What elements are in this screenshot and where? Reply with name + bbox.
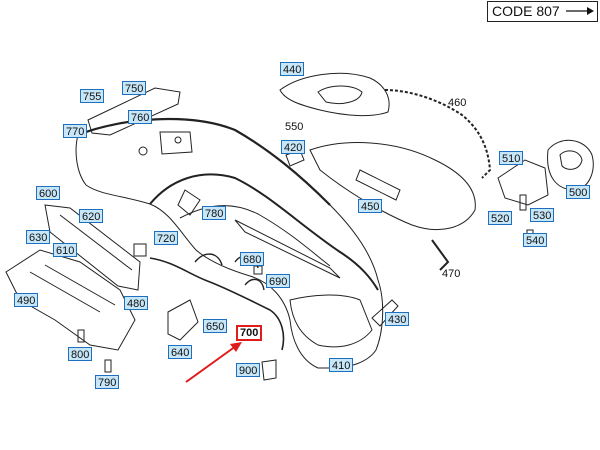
pointer-arrow — [185, 342, 242, 383]
callout-640[interactable]: 640 — [168, 345, 193, 359]
exhaust-bracket — [497, 159, 549, 206]
callout-540[interactable]: 540 — [523, 233, 548, 247]
callout-750[interactable]: 750 — [122, 81, 147, 95]
callout-500[interactable]: 500 — [566, 185, 591, 199]
callout-690[interactable]: 690 — [266, 274, 291, 288]
upper-mount-bracket — [87, 87, 181, 136]
callout-440[interactable]: 440 — [280, 62, 305, 76]
callout-900[interactable]: 900 — [236, 363, 261, 377]
lower-trim-strip — [431, 239, 450, 271]
bumper-cover-outline — [75, 118, 384, 369]
bumper-side-panel — [289, 294, 373, 348]
bumper-top-edge — [77, 118, 331, 206]
label-550: 550 — [285, 121, 304, 133]
trim-strip — [384, 89, 492, 179]
callout-770[interactable]: 770 — [63, 124, 88, 138]
callout-610[interactable]: 610 — [53, 243, 78, 257]
callout-510[interactable]: 510 — [499, 151, 524, 165]
diffuser-upper — [279, 72, 390, 117]
callout-490[interactable]: 490 — [14, 293, 39, 307]
callout-755[interactable]: 755 — [80, 89, 105, 103]
callout-600[interactable]: 600 — [36, 186, 61, 200]
code-text: CODE 807 — [492, 3, 560, 19]
callout-790[interactable]: 790 — [95, 375, 120, 389]
callout-420[interactable]: 420 — [281, 140, 306, 154]
callout-620[interactable]: 620 — [79, 209, 104, 223]
label-460: 460 — [448, 97, 467, 109]
callout-520[interactable]: 520 — [488, 211, 513, 225]
code-arrow-icon — [566, 7, 594, 15]
exhaust-tip — [547, 140, 594, 191]
callout-800[interactable]: 800 — [68, 347, 93, 361]
callout-410[interactable]: 410 — [329, 358, 354, 372]
callout-720[interactable]: 720 — [154, 231, 179, 245]
bumper-grille-strip — [234, 219, 341, 279]
bumper-lower-edge — [149, 173, 379, 291]
callout-630[interactable]: 630 — [26, 230, 51, 244]
callout-530[interactable]: 530 — [530, 208, 555, 222]
callout-430[interactable]: 430 — [385, 312, 410, 326]
callout-700-highlighted[interactable]: 700 — [236, 325, 263, 341]
callout-680[interactable]: 680 — [240, 252, 265, 266]
callout-780[interactable]: 780 — [202, 206, 227, 220]
label-470: 470 — [442, 268, 461, 280]
callout-480[interactable]: 480 — [124, 296, 149, 310]
callout-650[interactable]: 650 — [203, 319, 228, 333]
code-label: CODE 807 — [487, 1, 598, 22]
wiring-harness — [149, 257, 285, 351]
callout-760[interactable]: 760 — [128, 110, 153, 124]
callout-450[interactable]: 450 — [358, 199, 383, 213]
